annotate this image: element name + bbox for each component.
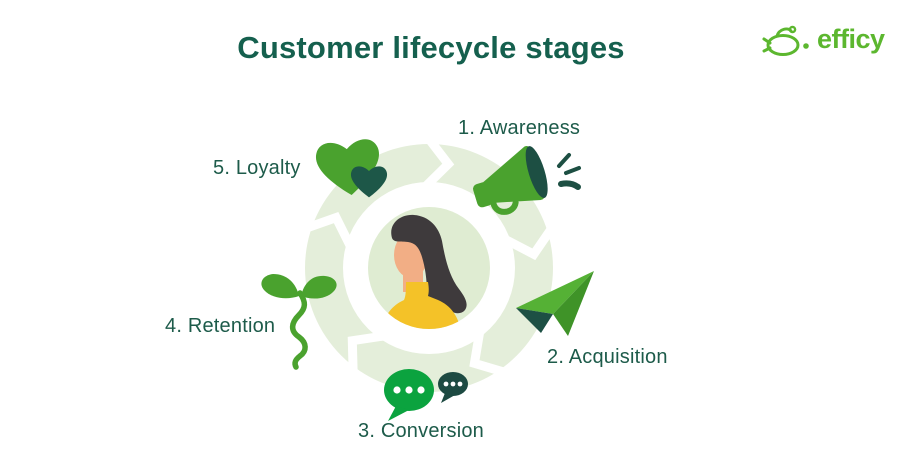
megaphone-icon [473, 145, 581, 215]
brand-logo: efficy [760, 20, 885, 58]
chat-bubbles-icon [384, 369, 468, 421]
ring-arrow-chevron [469, 328, 509, 378]
stage-label-acquisition: 2. Acquisition [547, 346, 668, 368]
seedling-icon [261, 274, 337, 370]
efficy-submarine-icon [762, 25, 809, 56]
paper-plane-icon [516, 271, 594, 336]
page-title: Customer lifecycle stages [237, 30, 625, 65]
customer-avatar [381, 214, 467, 329]
ring-arrow-chevron [301, 212, 356, 251]
ring-arrow-chevron [347, 331, 388, 376]
stage-label-retention: 4. Retention [165, 315, 276, 337]
brand-name: efficy [817, 23, 885, 54]
ring-arrow-chevron [420, 133, 455, 192]
stage-label-loyalty: 5. Loyalty [213, 157, 301, 179]
hearts-icon [316, 139, 388, 198]
stage-label-conversion: 3. Conversion [358, 420, 484, 442]
stage-label-awareness: 1. Awareness [458, 117, 581, 139]
ring-arrow-chevron [500, 223, 558, 261]
